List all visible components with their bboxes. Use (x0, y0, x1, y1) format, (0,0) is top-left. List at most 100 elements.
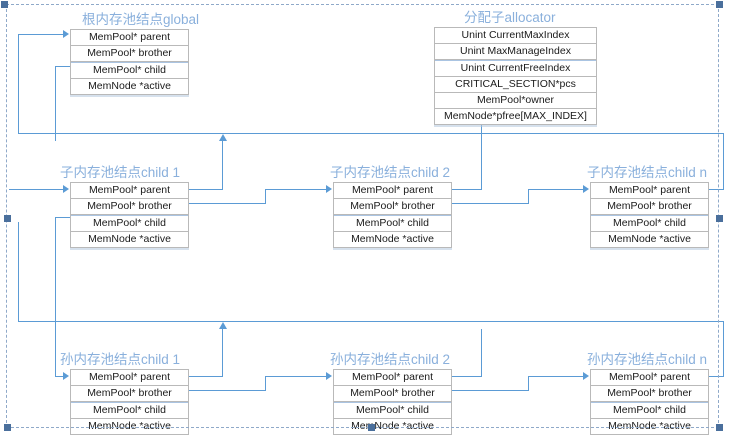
connector-child1-brother-horiz (187, 203, 266, 204)
node-grandchild-1-box: MemPool* parent MemPool* brother MemPool… (70, 369, 189, 435)
connector-gc1-up-vert (222, 329, 223, 376)
node-child-n[interactable]: 子内存池结点child n MemPool* parent MemPool* b… (587, 165, 709, 248)
resize-handle-top-left[interactable] (1, 1, 8, 8)
connector-gc-bus-horiz (18, 321, 724, 322)
connector-child1-brother-horiz2 (265, 189, 327, 190)
connector-child2-brother-horiz2 (528, 189, 584, 190)
connector-gcn-parent-arrow (583, 372, 589, 380)
node-child-1[interactable]: 子内存池结点child 1 MemPool* parent MemPool* b… (60, 165, 189, 248)
connector-gc1-up-arrow (219, 322, 227, 329)
node-child-2[interactable]: 子内存池结点child 2 MemPool* parent MemPool* b… (330, 165, 452, 248)
field-child: MemPool* child (71, 215, 188, 232)
node-child-n-title: 子内存池结点child n (587, 165, 708, 180)
field-active: MemNode *active (591, 232, 708, 248)
node-root-title: 根内存池结点global (82, 12, 200, 27)
field-max-manage-index: Unint MaxManageIndex (435, 44, 596, 60)
connector-child1-child-stub (55, 217, 71, 218)
field-brother: MemPool* brother (591, 199, 708, 215)
field-active: MemNode *active (71, 232, 188, 248)
connector-gc-parent-vert (18, 222, 19, 321)
field-parent: MemPool* parent (71, 370, 188, 386)
connector-gc1-parent-horiz (55, 376, 65, 377)
connector-gc2-brother-horiz (450, 390, 529, 391)
node-grandchild-2[interactable]: 孙内存池结点child 2 MemPool* parent MemPool* b… (330, 352, 452, 435)
connector-child1-parent-vert (9, 189, 10, 190)
field-child: MemPool* child (334, 402, 451, 419)
resize-handle-top-right[interactable] (716, 1, 723, 8)
connector-child2-brother-vert (528, 189, 529, 204)
field-parent: MemPool* parent (334, 370, 451, 386)
field-pfree: MemNode*pfree[MAX_INDEX] (435, 109, 596, 125)
node-child-n-box: MemPool* parent MemPool* brother MemPool… (590, 182, 709, 248)
node-root-box: MemPool* parent MemPool* brother MemPool… (70, 29, 189, 95)
field-parent: MemPool* parent (71, 183, 188, 199)
connector-gc1-brother-vert (265, 376, 266, 391)
field-current-max-index: Unint CurrentMaxIndex (435, 28, 596, 44)
connector-childn-parent-arrow (583, 185, 589, 193)
connector-gc2-parent-arrow (326, 372, 332, 380)
node-allocator-box: Unint CurrentMaxIndex Unint MaxManageInd… (434, 27, 597, 125)
field-pcs: CRITICAL_SECTION*pcs (435, 77, 596, 93)
resize-handle-bottom-center[interactable] (368, 424, 375, 431)
node-grandchild-n-title: 孙内存池结点child n (587, 352, 708, 367)
connector-gc1-brother-horiz (187, 390, 266, 391)
field-brother: MemPool* brother (334, 386, 451, 402)
node-grandchild-n-box: MemPool* parent MemPool* brother MemPool… (590, 369, 709, 435)
field-parent: MemPool* parent (591, 183, 708, 199)
connector-child1-up-horiz (187, 189, 223, 190)
field-parent: MemPool* parent (71, 30, 188, 46)
connector-gc-bus-right-vert (723, 321, 724, 376)
field-active: MemNode *active (334, 232, 451, 248)
connector-child-bus-right-vert (723, 133, 724, 189)
connector-child2-up-vert (481, 121, 482, 189)
field-child: MemPool* child (334, 215, 451, 232)
connector-gc1-up-horiz (187, 376, 223, 377)
connector-gc2-brother-horiz2 (528, 376, 584, 377)
connector-gc2-brother-vert (528, 376, 529, 391)
node-grandchild-2-title: 孙内存池结点child 2 (330, 352, 451, 367)
connector-child1-brother-vert (265, 189, 266, 204)
resize-handle-middle-right[interactable] (716, 215, 723, 222)
connector-root-child-vert (55, 66, 56, 141)
resize-handle-bottom-right[interactable] (716, 424, 723, 431)
node-root-global[interactable]: 根内存池结点global MemPool* parent MemPool* br… (70, 12, 199, 95)
node-grandchild-1-title: 孙内存池结点child 1 (60, 352, 181, 367)
node-grandchild-1[interactable]: 孙内存池结点child 1 MemPool* parent MemPool* b… (60, 352, 189, 435)
field-child: MemPool* child (591, 402, 708, 419)
connector-child1-up-arrow (219, 134, 227, 141)
field-active: MemNode *active (71, 79, 188, 95)
connector-root-parent-horiz (18, 34, 65, 35)
connector-child1-parent-horiz (9, 189, 65, 190)
field-brother: MemPool* brother (71, 46, 188, 62)
field-brother: MemPool* brother (591, 386, 708, 402)
field-parent: MemPool* parent (334, 183, 451, 199)
connector-gc2-up-vert (481, 329, 482, 376)
resize-handle-bottom-left[interactable] (4, 424, 11, 431)
connector-childn-up-horiz (707, 189, 724, 190)
connector-gc1-brother-horiz2 (265, 376, 327, 377)
field-owner: MemPool*owner (435, 93, 596, 109)
connector-root-child-stub (55, 66, 71, 67)
connector-child-bus-horiz (18, 133, 724, 134)
field-brother: MemPool* brother (334, 199, 451, 215)
resize-handle-middle-left[interactable] (4, 215, 11, 222)
connector-child1-up-vert (222, 141, 223, 189)
field-child: MemPool* child (71, 402, 188, 419)
connector-gc2-up-horiz (450, 376, 482, 377)
field-current-free-index: Unint CurrentFreeIndex (435, 60, 596, 77)
node-child-1-title: 子内存池结点child 1 (60, 165, 181, 180)
field-brother: MemPool* brother (71, 386, 188, 402)
node-child-2-box: MemPool* parent MemPool* brother MemPool… (333, 182, 452, 248)
node-child-2-title: 子内存池结点child 2 (330, 165, 451, 180)
node-allocator[interactable]: 分配子allocator Unint CurrentMaxIndex Unint… (434, 10, 597, 125)
node-grandchild-n[interactable]: 孙内存池结点child n MemPool* parent MemPool* b… (587, 352, 709, 435)
connector-gcn-up-horiz (707, 376, 724, 377)
node-allocator-title: 分配子allocator (464, 10, 556, 25)
connector-child2-brother-horiz (450, 203, 529, 204)
field-child: MemPool* child (71, 62, 188, 79)
node-child-1-box: MemPool* parent MemPool* brother MemPool… (70, 182, 189, 248)
connector-root-parent-vert (18, 34, 19, 133)
connector-root-parent-arrow (63, 30, 69, 38)
field-child: MemPool* child (591, 215, 708, 232)
